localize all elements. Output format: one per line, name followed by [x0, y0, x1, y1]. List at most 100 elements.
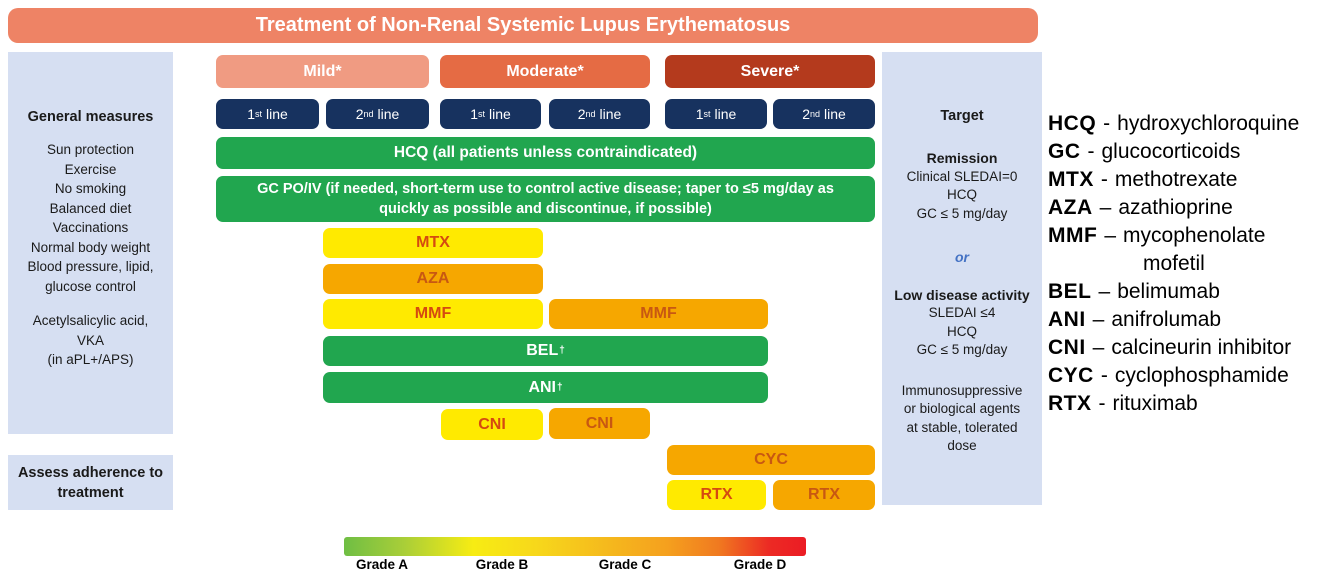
abbr-separator: - — [1098, 392, 1106, 415]
abbreviation-row: MTX-methotrexate — [1048, 166, 1330, 194]
drug-bar-rtx-2nd: RTX — [773, 480, 875, 510]
abbr-name: anifrolumab — [1111, 308, 1222, 331]
line-word: line — [714, 106, 737, 122]
general-measure-item: No smoking — [54, 181, 127, 196]
low-disease-activity-block: Low disease activity SLEDAI ≤4 HCQ GC ≤ … — [882, 286, 1042, 360]
drug-bar-bel: BEL† — [323, 336, 768, 366]
line-word: line — [377, 106, 400, 122]
general-measures-list: Sun protection Exercise No smoking Balan… — [8, 140, 173, 296]
lda-line: GC ≤ 5 mg/day — [916, 342, 1008, 357]
line-number: 2 — [802, 106, 810, 122]
general-measure-item: (in aPL+/APS) — [47, 352, 134, 367]
line-number: 1 — [695, 106, 704, 122]
abbr-separator: – — [1104, 224, 1117, 247]
general-measures-title: General measures — [27, 109, 154, 125]
or-label: or — [955, 249, 969, 265]
note-line: at stable, tolerated — [906, 419, 1018, 435]
drug-bar-label: GC PO/IV (if needed, short-term use to c… — [257, 181, 834, 217]
drug-bar-gc: GC PO/IV (if needed, short-term use to c… — [216, 176, 875, 222]
grade-b-label: Grade B — [475, 557, 529, 572]
drug-bar-label: CNI — [585, 414, 614, 432]
note-line: Immunosuppressive — [901, 382, 1023, 398]
abbr-separator: - — [1103, 112, 1111, 135]
figure-title: Treatment of Non-Renal Systemic Lupus Er… — [8, 8, 1038, 43]
severity-header-moderate: Moderate* — [440, 55, 650, 88]
abbreviation-row: HCQ-hydroxychloroquine — [1048, 110, 1330, 138]
drug-bar-mmf-mild: MMF — [323, 299, 543, 329]
drug-bar-label: MMF — [640, 305, 677, 322]
general-measure-item: Exercise — [64, 161, 117, 177]
abbr-code: CYC — [1048, 364, 1094, 387]
abbreviation-row: RTX-rituximab — [1048, 390, 1330, 418]
abbr-name: hydroxychloroquine — [1117, 112, 1300, 135]
abbr-name-line2: mofetil — [1143, 252, 1205, 275]
general-measure-item: VKA — [76, 332, 104, 348]
drug-bar-label: ANI — [528, 378, 556, 396]
remission-line: HCQ — [947, 187, 977, 202]
abbr-name: rituximab — [1112, 392, 1198, 415]
general-measure-item: Blood pressure, lipid, — [27, 259, 154, 274]
abbr-separator: - — [1100, 168, 1108, 191]
drug-bar-cyc: CYC — [667, 445, 875, 475]
abbreviation-row: AZA–azathioprine — [1048, 194, 1330, 222]
abbreviation-row: ANI–anifrolumab — [1048, 306, 1330, 334]
line-number: 2 — [355, 106, 364, 122]
drug-bar-mmf-moderate: MMF — [549, 299, 768, 329]
note-line: or biological agents — [903, 401, 1021, 416]
drug-bar-label: MMF — [414, 305, 452, 322]
abbreviation-row: GC-glucocorticoids — [1048, 138, 1330, 166]
drug-bar-ani: ANI† — [323, 372, 768, 403]
general-measure-item: Acetylsalicylic acid, — [32, 313, 149, 328]
severity-header-severe: Severe* — [665, 55, 875, 88]
abbr-code: BEL — [1048, 280, 1092, 303]
abbr-name: glucocorticoids — [1101, 140, 1241, 163]
general-measure-item: Vaccinations — [52, 220, 129, 235]
grade-d-label: Grade D — [733, 557, 787, 572]
abbr-code: CNI — [1048, 336, 1086, 359]
note-line: dose — [947, 438, 977, 453]
abbr-name: mycophenolate — [1123, 224, 1266, 247]
drug-bar-cni-1st: CNI — [441, 409, 543, 440]
abbr-code: HCQ — [1048, 112, 1097, 135]
target-title: Target — [940, 108, 984, 124]
general-measure-item: Balanced diet — [49, 200, 132, 216]
remission-title: Remission — [926, 150, 998, 166]
general-measure-item: Normal body weight — [30, 239, 151, 255]
abbr-code: ANI — [1048, 308, 1086, 331]
line-word: line — [599, 106, 622, 122]
abbr-separator: - — [1087, 140, 1095, 163]
low-disease-activity-title: Low disease activity — [894, 286, 1030, 303]
abbr-name: methotrexate — [1114, 168, 1238, 191]
drug-bar-label: CYC — [754, 451, 788, 468]
abbreviation-legend: HCQ-hydroxychloroquine GC-glucocorticoid… — [1048, 110, 1330, 418]
drug-bar-label: RTX — [808, 486, 840, 503]
abbreviation-row: BEL–belimumab — [1048, 278, 1330, 306]
abbr-name: calcineurin inhibitor — [1111, 336, 1292, 359]
line-number: 2 — [577, 106, 586, 122]
drug-bar-label: CNI — [478, 415, 506, 433]
grade-a-label: Grade A — [355, 557, 409, 572]
remission-line: GC ≤ 5 mg/day — [916, 205, 1008, 221]
line-word: line — [824, 106, 846, 122]
antithrombotic-list: Acetylsalicylic acid, VKA (in aPL+/APS) — [8, 311, 173, 370]
abbr-code: AZA — [1048, 196, 1093, 219]
general-measure-item: glucose control — [45, 278, 136, 294]
abbreviation-row: CNI–calcineurin inhibitor — [1048, 334, 1330, 362]
drug-bar-label: AZA — [416, 270, 450, 287]
abbr-separator: - — [1100, 364, 1108, 387]
drug-bar-label: HCQ (all patients unless contraindicated… — [393, 144, 698, 161]
abbreviation-row: CYC-cyclophosphamide — [1048, 362, 1330, 390]
abbr-name: belimumab — [1117, 280, 1220, 303]
abbr-separator: – — [1092, 336, 1105, 359]
abbr-separator: – — [1099, 196, 1112, 219]
remission-line: Clinical SLEDAI=0 — [906, 168, 1018, 184]
lda-line: SLEDAI ≤4 — [928, 305, 996, 320]
